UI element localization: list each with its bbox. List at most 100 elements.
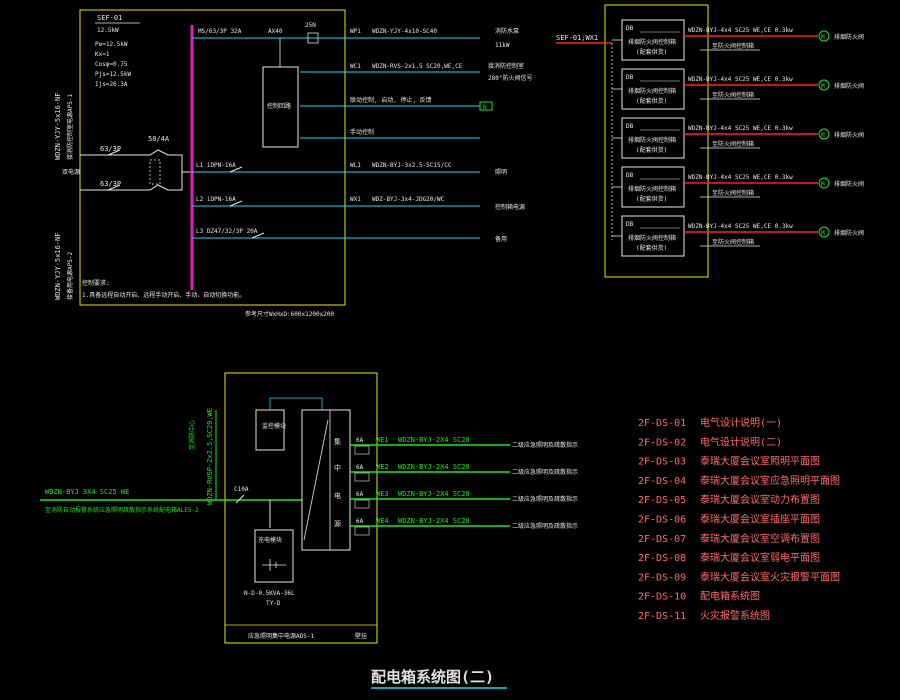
inverter-model: N-D-0.5KVA-36L	[244, 590, 295, 597]
motor-icon	[818, 177, 830, 189]
damper-load: 排烟防火阀	[834, 33, 864, 41]
param-pjs: Pjs=12.5kW	[95, 71, 132, 78]
panel-id: SEF-01	[97, 14, 122, 22]
drawing-number: 2F-DS-03	[638, 457, 686, 468]
damper-note: 至防火阀控制箱	[712, 189, 754, 197]
incoming-note-bottom: 至消防自动报警系统应急照明疏散指示系统配电箱ALE5-2	[45, 506, 199, 514]
drawing-number: 2F-DS-07	[638, 534, 686, 545]
output-rating: 6A	[356, 491, 364, 498]
drawing-number: 2F-DS-08	[638, 553, 686, 564]
panel-kw: 12.5kW	[97, 27, 119, 34]
drawing-number: 2F-DS-09	[638, 572, 686, 583]
output-rating: 6A	[356, 437, 364, 444]
module-char-3: 电	[334, 491, 341, 500]
output-note: 二级应急照明及疏散指示	[512, 468, 578, 476]
drawing-title: 泰瑞大厦会议室应急照明平面图	[700, 474, 840, 487]
branch-1-load: 消防水泵	[495, 27, 519, 35]
monitor-label: 监控模块	[262, 422, 286, 430]
motor-icon	[818, 226, 830, 238]
motor-icon	[818, 79, 830, 91]
central-power-module	[301, 409, 351, 551]
branch-5-breaker: L3 DZ47/32/3P 20A	[196, 228, 258, 235]
branch-3-breaker: L1 iDPN-16A	[196, 162, 236, 169]
branch-2-circuit: WC1	[350, 63, 361, 70]
damper-box-tag: DB	[626, 172, 634, 179]
bottom-breaker: C10A	[234, 486, 249, 493]
incoming-cable-1: WDZN-YJY-5x16-NF	[54, 93, 62, 160]
damper-box-name: 排烟防火阀控制箱	[628, 38, 676, 46]
drawing-title: 配电箱系统图	[700, 590, 760, 603]
param-pe: Pe=12.5kW	[95, 41, 128, 48]
module-char-2: 中	[334, 463, 341, 472]
branch-4-breaker: L2 iDPN-16A	[196, 196, 236, 203]
branch-1-cable: WDZN-YJY-4x10-SC40	[372, 28, 437, 35]
output-rating: 6A	[356, 464, 364, 471]
motor-label: M	[821, 181, 825, 188]
control-box	[262, 66, 299, 148]
output-note: 二级应急照明及疏散指示	[512, 522, 578, 530]
damper-note: 至防火阀控制箱	[712, 91, 754, 99]
output-cable: WDZN-BYJ-2X4 SC20	[398, 490, 470, 498]
branch-2-cable: WDZN-RVS-2x1.5 SC20,WE,CE	[372, 63, 463, 70]
panel-sef01-frame	[79, 9, 346, 306]
damper-box-sub: (配套供货)	[636, 146, 667, 154]
damper-feeders: SEF-01;WX1 DB排烟防火阀控制箱(配套供货)WDZN-BYJ-4x4 …	[556, 4, 864, 278]
incoming-note-1: 接消防控制室电源AP5-1	[66, 94, 74, 160]
damper-frame	[604, 4, 709, 278]
drawing-number: 2F-DS-06	[638, 515, 686, 526]
damper-box-name: 排烟防火阀控制箱	[628, 136, 676, 144]
output-circuit: WE2	[376, 463, 389, 471]
drawing-number: 2F-DS-05	[638, 495, 686, 506]
ats-rating: 50/4A	[148, 135, 170, 143]
branch-1-breaker: MS/63/3P 32A	[198, 28, 242, 35]
param-cos: Cosφ=0.75	[95, 61, 128, 68]
param-ijs: Ijs=26.3A	[95, 81, 128, 88]
notes-line-1: 1.具备远程自动开启、远程手动开启、手动、自动切换功能。	[82, 291, 245, 299]
branch-5-load: 备用	[495, 235, 507, 243]
drawing-title: 泰瑞大厦会议室动力布置图	[700, 493, 820, 506]
breaker-a: 63/3P	[100, 145, 121, 153]
vertical-note: 至消防中心	[188, 420, 196, 450]
drawing-title: 泰瑞大厦会议室照明平面图	[700, 455, 820, 468]
output-circuit: WE3	[376, 490, 389, 498]
motor-icon	[818, 30, 830, 42]
control-line-2: 手动控制	[350, 128, 374, 136]
damper-box-sub: (配套供货)	[636, 195, 667, 203]
drawing-title: 电气设计说明(一)	[700, 416, 782, 429]
drawing-number: 2F-DS-11	[638, 611, 686, 622]
drawing-number: 2F-DS-02	[638, 437, 686, 448]
output-rating: 6A	[356, 518, 364, 525]
battery-label: 充电模块	[258, 536, 282, 544]
emergency-frame	[224, 372, 378, 644]
drawing-number: 2F-DS-01	[638, 418, 686, 429]
damper-load: 排烟防火阀	[834, 229, 864, 237]
param-kx: Kx=1	[95, 51, 110, 58]
damper-load: 排烟防火阀	[834, 180, 864, 188]
damper-box-tag: DB	[626, 25, 634, 32]
damper-box-name: 排烟防火阀控制箱	[628, 87, 676, 95]
damper-box-name: 排烟防火阀控制箱	[628, 185, 676, 193]
branch-3-circuit: WL1	[350, 162, 361, 169]
branch-4-cable: WDZ-BYJ-3x4-JDG20/WC	[372, 196, 445, 203]
output-note: 二级应急照明及疏散指示	[512, 441, 578, 449]
drawing-title: 泰瑞大厦会议室弱电平面图	[700, 551, 820, 564]
module-char-1: 集	[334, 437, 341, 446]
control-tag: N	[483, 104, 487, 111]
damper-box-name: 排烟防火阀控制箱	[628, 234, 676, 242]
motor-icon	[818, 128, 830, 140]
motor-label: M	[821, 83, 825, 90]
output-cable: WDZN-BYJ-2X4 SC20	[398, 463, 470, 471]
branch-1-relay: 25N	[305, 22, 316, 29]
damper-cable: WDZN-BYJ-4x4 SC25 WE,CE 0.3kw	[688, 174, 793, 181]
branch-1-contactor: AX40	[268, 28, 283, 35]
vertical-cable: WDZN-RVSP-2x2.5,SC20,WE	[206, 408, 214, 505]
damper-note: 至防火阀控制箱	[712, 42, 754, 50]
drawing-title: 火灾报警系统图	[700, 609, 770, 622]
page-title: 配电箱系统图(二)	[371, 668, 494, 686]
branch-2-load: 接消防控制室	[488, 62, 524, 70]
damper-note: 至防火阀控制箱	[712, 140, 754, 148]
drawing-title: 泰瑞大厦会议室插座平面图	[700, 513, 820, 526]
damper-boxes: DB 排烟防火阀控制箱 (配套供货) WDZN-BYJ-4x4 SC25 WE,CE …	[612, 19, 864, 257]
